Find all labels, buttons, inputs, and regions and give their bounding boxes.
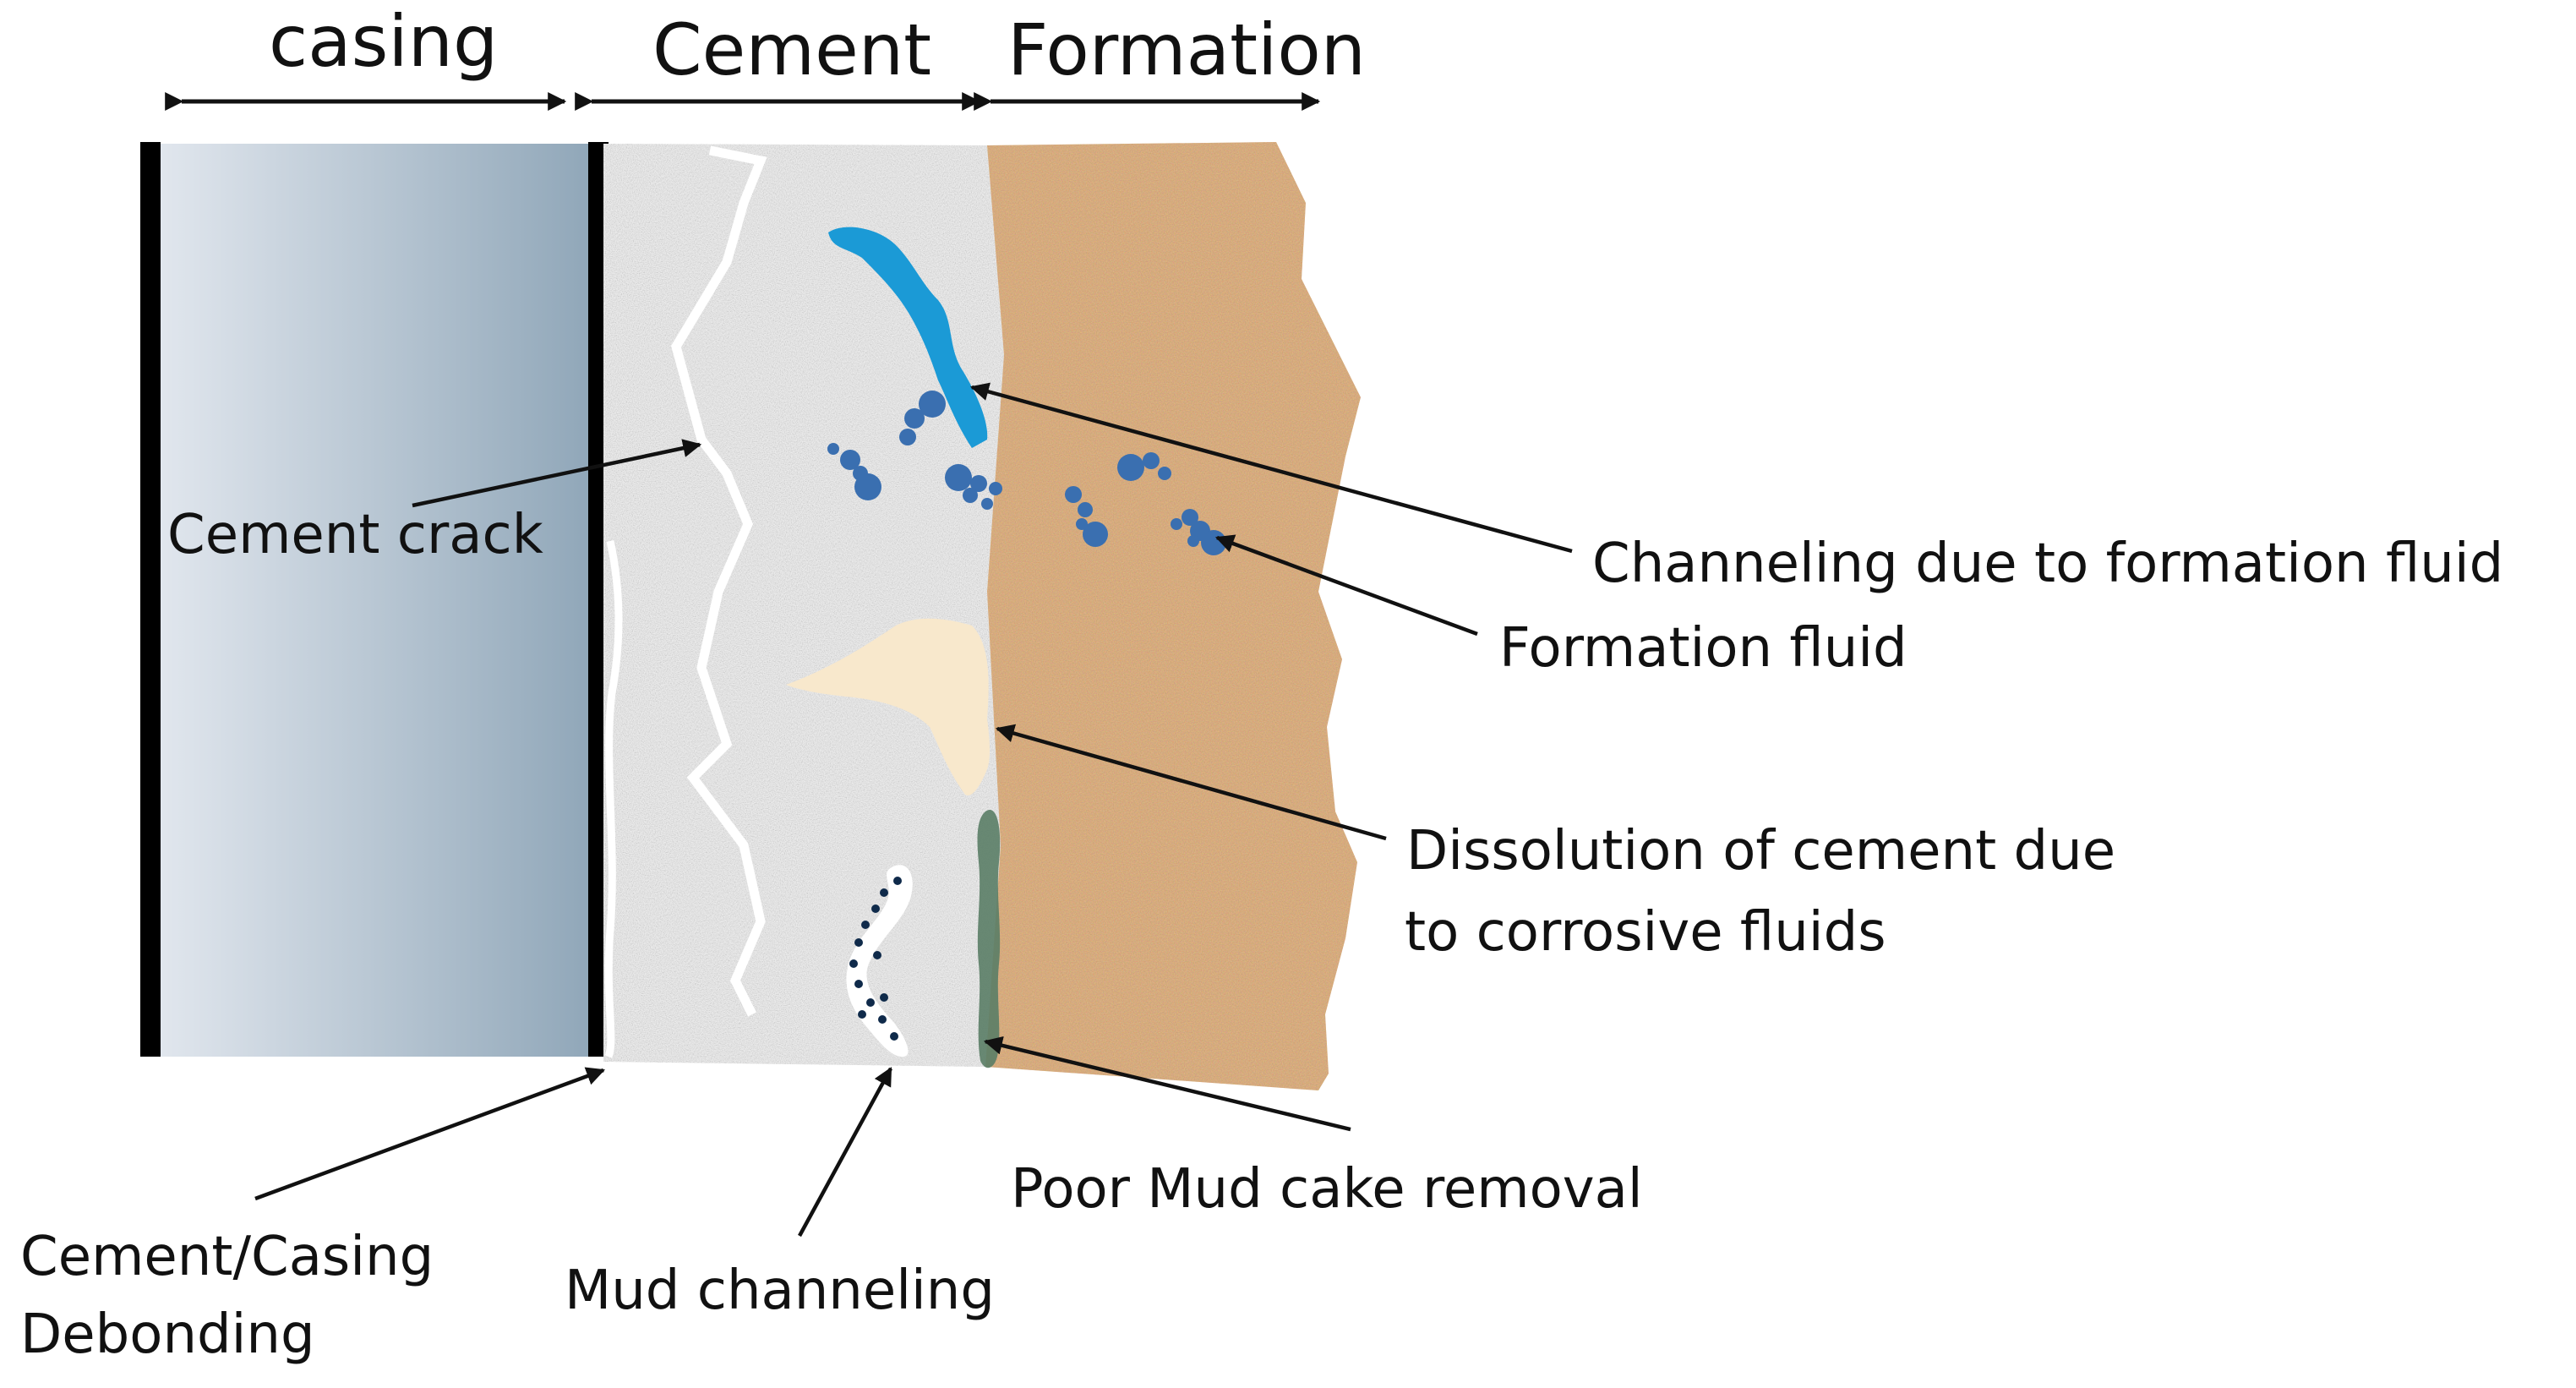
- cement-crack-arrow: [412, 439, 702, 508]
- label-mud-channeling: Mud channeling: [565, 1260, 995, 1322]
- fluid-bubble: [1065, 486, 1082, 503]
- formation-fluid-bubbles: [827, 391, 1226, 555]
- header-cement: Cement: [652, 8, 931, 91]
- fluid-bubble: [970, 475, 987, 492]
- mud-particle: [873, 951, 881, 959]
- fluid-bubble: [1117, 454, 1144, 481]
- fluid-bubble: [989, 482, 1002, 495]
- label-dissolution-line1: Dissolution of cement due: [1406, 820, 2115, 883]
- fluid-bubble: [1201, 530, 1226, 555]
- mud-particle: [858, 1010, 866, 1019]
- casing-layer: [140, 142, 609, 1057]
- fluid-bubble: [1083, 522, 1108, 547]
- mud-particle: [880, 993, 888, 1002]
- mud-particle: [861, 921, 870, 929]
- fluid-bubble: [919, 391, 946, 418]
- label-debonding-line2: Debonding: [20, 1303, 315, 1366]
- label-poor-mud-cake: Poor Mud cake removal: [1011, 1158, 1643, 1221]
- dissolution-arrow: [995, 724, 1387, 841]
- fluid-bubble: [1187, 535, 1199, 547]
- fluid-bubble: [1182, 509, 1198, 526]
- label-dissolution-line2: to corrosive fluids: [1405, 901, 1886, 964]
- mud-particle: [878, 1015, 887, 1024]
- header-formation: Formation: [1007, 8, 1366, 91]
- mud-cake: [977, 810, 1001, 1068]
- channeling-arrow: [969, 382, 1573, 554]
- fluid-bubble: [945, 464, 972, 491]
- mud-particle: [893, 877, 902, 885]
- fluid-bubble: [899, 429, 916, 445]
- cement-crack: [671, 145, 767, 1017]
- mud-particle: [849, 959, 858, 968]
- mud-cake-arrow: [983, 1036, 1351, 1132]
- formation-fluid-arrow: [1214, 534, 1478, 637]
- formation-tint: [985, 142, 1361, 1090]
- mud-particle: [871, 904, 880, 913]
- fluid-bubble: [827, 443, 839, 455]
- cement-texture: [603, 144, 1004, 1067]
- cement-layer: [603, 144, 1004, 1067]
- fluid-bubble: [981, 498, 993, 510]
- debonding-arrow: [254, 1067, 606, 1201]
- fluid-bubble: [904, 408, 925, 429]
- fluid-bubble: [1143, 452, 1160, 469]
- label-cement-crack: Cement crack: [167, 504, 543, 566]
- mud-channel: [846, 865, 913, 1057]
- fluid-bubble: [963, 488, 978, 503]
- mud-particle: [880, 888, 888, 897]
- formation-fluid-channel: [828, 227, 988, 448]
- mud-channel-particles: [849, 877, 902, 1041]
- label-debonding-line1: Cement/Casing: [20, 1226, 434, 1288]
- formation-layer: [985, 142, 1361, 1090]
- label-channeling-formation-fluid: Channeling due to formation fluid: [1592, 533, 2503, 595]
- fluid-bubble: [1171, 518, 1182, 530]
- cement-tint: [603, 144, 1004, 1067]
- casing-inner-wall: [140, 142, 161, 1057]
- debonding-gap: [604, 540, 623, 1058]
- formation-texture: [985, 142, 1361, 1090]
- fluid-bubble: [854, 473, 881, 500]
- label-formation-fluid: Formation fluid: [1499, 617, 1907, 680]
- header-casing: casing: [269, 0, 498, 83]
- casing-body: [149, 144, 597, 1057]
- mud-particle: [854, 980, 863, 988]
- mud-channeling-arrow: [798, 1067, 892, 1238]
- mud-particle: [866, 998, 875, 1007]
- fluid-bubble: [840, 450, 860, 470]
- cement-dissolution-zone: [786, 618, 990, 795]
- fluid-bubble: [1078, 502, 1093, 517]
- mud-particle: [890, 1032, 898, 1041]
- fluid-bubble: [1158, 467, 1171, 480]
- callout-arrows: [254, 382, 1573, 1238]
- fluid-bubble: [1076, 518, 1088, 530]
- mud-particle: [854, 938, 863, 947]
